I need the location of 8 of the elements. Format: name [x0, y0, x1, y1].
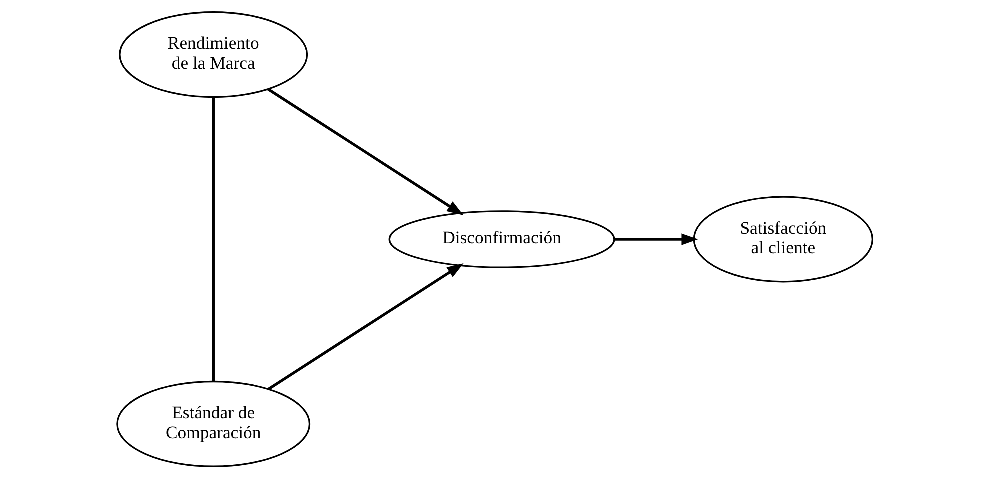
- node-ellipse: Rendimiento de la Marca: [119, 12, 308, 98]
- node-ellipse: Satisfacción al cliente: [693, 196, 874, 283]
- arrow: [614, 234, 698, 246]
- node-ellipse: Estándar de Comparación: [116, 380, 311, 468]
- node-ellipse: Disconfirmación: [388, 210, 616, 268]
- connector: [212, 97, 215, 382]
- arrow: [268, 263, 464, 391]
- arrow: [267, 88, 464, 216]
